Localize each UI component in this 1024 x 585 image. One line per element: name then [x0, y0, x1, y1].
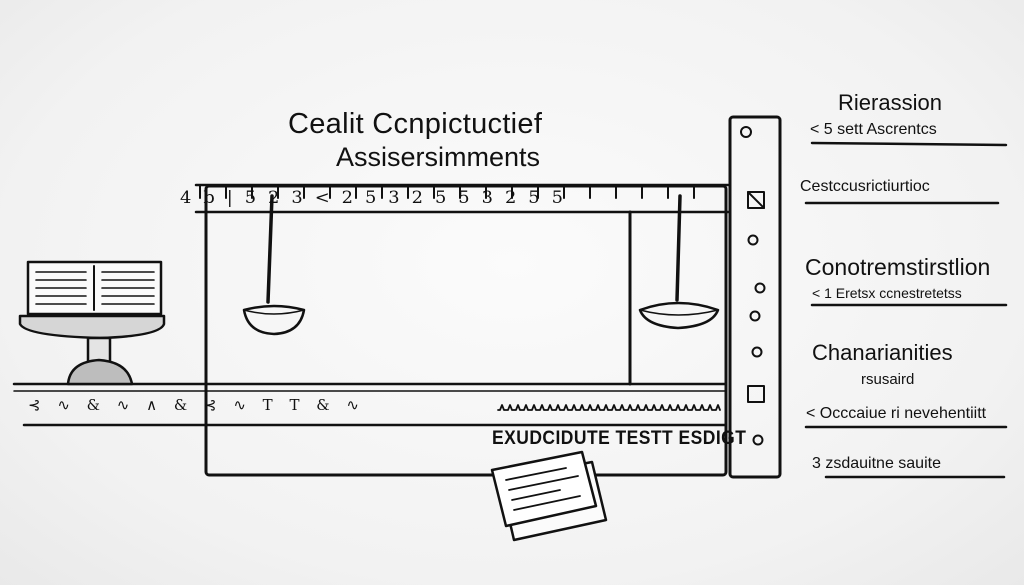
right-item-2: Cestccusrictiurtioc: [800, 178, 930, 195]
podium-top: [18, 314, 166, 340]
left-pan: [242, 304, 306, 336]
right-item-3: < 1 Eretsx ccnestretetss: [812, 285, 962, 301]
paper-document-icon: [490, 450, 608, 542]
bottom-label: EXUDCIDUTE TESTT ESDIGT: [492, 428, 747, 449]
right-column: [728, 115, 782, 479]
diagram-subtitle: Assisersimments: [336, 142, 541, 172]
right-pan-rod: [675, 194, 682, 302]
glyph-row-label: ⊰ ∿ & ∿ ∧ & ⊰ ∿ T T & ∿: [28, 396, 365, 414]
right-subheading-3: rsusaird: [861, 371, 915, 388]
right-item-4: < Occcaiue ri nevehentiitt: [806, 405, 987, 422]
glyph-strip: [497, 404, 721, 411]
right-item-1: < 5 sett Ascrentcs: [810, 121, 937, 138]
left-pan-rod: [266, 194, 274, 304]
right-item-5: 3 zsdauitne sauite: [812, 455, 941, 472]
right-heading-3: Chanarianities: [812, 340, 953, 365]
right-heading-2: Conotremstirstlion: [805, 254, 991, 280]
scale-marks-label: 4 b | 5 2 3 < 2 5 3 2 5 5 3 2 5 5: [180, 188, 567, 208]
diagram-title: Cealit Cсnрictuctief: [288, 108, 543, 140]
podium-base: [66, 358, 134, 386]
right-heading-1: Rierassion: [838, 90, 942, 115]
scale-ticks: [199, 184, 695, 199]
skyline-marks: [497, 404, 721, 411]
